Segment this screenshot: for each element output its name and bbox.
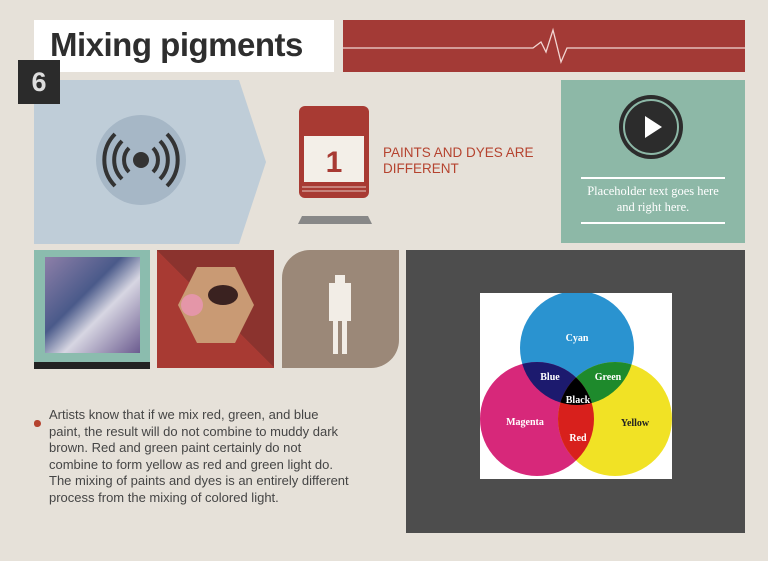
broadcast-icon: [102, 132, 180, 188]
video-card: Placeholder text goes here and right her…: [561, 80, 745, 243]
placeholder-text: Placeholder text goes here and right her…: [587, 184, 719, 214]
divider: [581, 222, 725, 224]
pentagon-panel: [34, 80, 266, 244]
calendar-icon: 1: [298, 106, 372, 224]
calendar-heading: PAINTS AND DYES ARE DIFFERENT: [383, 145, 534, 176]
person-tile: [282, 250, 399, 368]
heartbeat-line-icon: [343, 27, 745, 65]
page-title: Mixing pigments: [50, 26, 303, 63]
play-icon: [645, 116, 662, 138]
venn-label-black: Black: [566, 395, 591, 406]
skull-painting-image: [34, 250, 150, 369]
slide-number: 6: [18, 60, 60, 104]
image-panel: Cyan Blue Green Black Magenta Yellow Red: [406, 250, 745, 533]
title-box: Mixing pigments: [34, 20, 334, 72]
venn-label-red: Red: [569, 433, 587, 444]
venn-label-magenta: Magenta: [506, 417, 544, 428]
bullet-icon: [34, 420, 41, 427]
play-button[interactable]: [618, 94, 684, 160]
body-paragraph: Artists know that if we mix red, green, …: [49, 407, 349, 505]
venn-label-blue: Blue: [540, 372, 560, 383]
calendar-day: 1: [326, 146, 343, 179]
venn-diagram: Cyan Blue Green Black Magenta Yellow Red: [480, 291, 672, 479]
venn-label-yellow: Yellow: [621, 418, 650, 429]
divider: [581, 177, 725, 179]
venn-label-cyan: Cyan: [566, 333, 589, 344]
butterfly-image: [157, 250, 274, 368]
heartbeat-banner: [343, 20, 745, 72]
person-icon: [329, 275, 351, 354]
venn-label-green: Green: [595, 372, 622, 383]
